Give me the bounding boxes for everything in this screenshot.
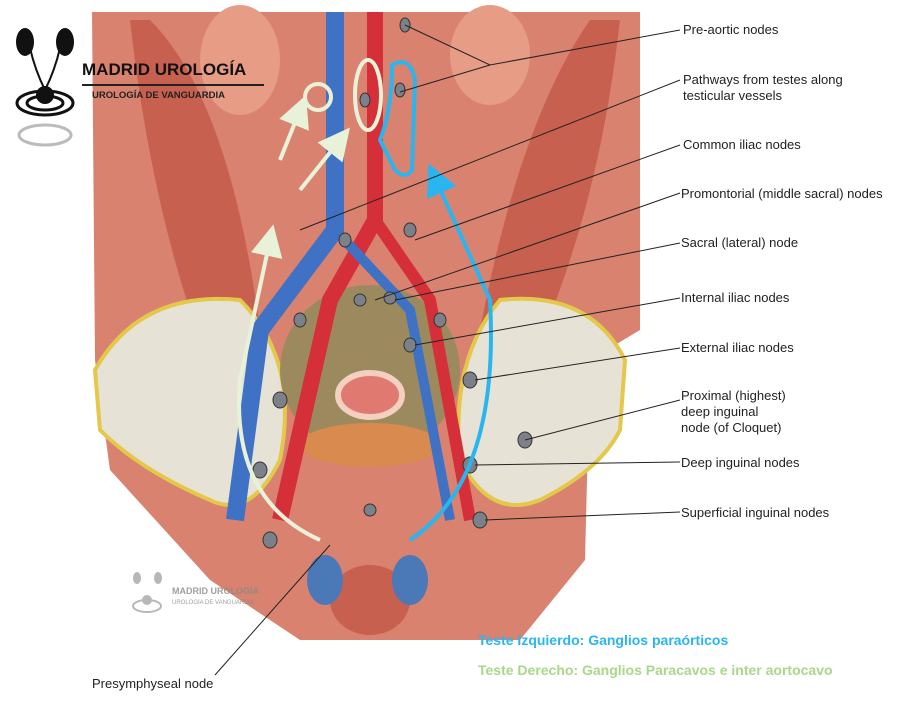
watermark-title: MADRID UROLOGÍA: [172, 586, 259, 596]
lymph-nodes: [252, 17, 533, 549]
right-testis-arrow-1: [237, 224, 321, 542]
logo-divider: [82, 84, 264, 86]
vena-cava: [226, 12, 344, 522]
legend-right-testis: Teste Derecho: Ganglios Paracavos e inte…: [478, 662, 833, 678]
label-cloquet-3: node (of Cloquet): [681, 420, 782, 435]
testis-right: [307, 555, 343, 605]
label-presymphyseal: Presymphyseal node: [92, 676, 214, 691]
paraaortic-highlight: [377, 60, 418, 177]
label-pathways-1: Pathways from testes along: [683, 72, 843, 87]
label-internal-iliac: Internal iliac nodes: [681, 290, 790, 305]
watermark-subtitle: UROLOGÍA DE VANGUARDIA: [172, 600, 255, 606]
legend-left-testis: Teste Izquierdo: Ganglios paraórticos: [478, 632, 729, 648]
label-pre-aortic: Pre-aortic nodes: [683, 22, 779, 37]
kidney-left: [200, 5, 280, 115]
aorta: [272, 12, 383, 522]
label-pathways-2: testicular vessels: [683, 88, 782, 103]
label-cloquet-1: Proximal (highest): [681, 388, 786, 403]
logo-title: MADRID UROLOGÍA: [82, 60, 247, 79]
right-testis-arrow-3: [278, 95, 309, 161]
logo-subtitle: UROLOGÍA DE VANGUARDIA: [92, 90, 225, 101]
psoas-left: [130, 20, 260, 340]
pelvic-bone-right: [456, 296, 628, 507]
label-cloquet-2: deep inguinal: [681, 404, 759, 419]
label-external-iliac: External iliac nodes: [681, 340, 794, 355]
psoas-right: [480, 20, 620, 340]
label-sacral: Sacral (lateral) node: [681, 235, 799, 250]
label-superficial-inguinal: Superficial inguinal nodes: [681, 505, 830, 520]
rectum: [335, 370, 405, 420]
watermark-icon: [132, 572, 162, 613]
bladder: [300, 423, 440, 467]
interaortocaval-highlight: [353, 58, 383, 132]
label-common-iliac: Common iliac nodes: [683, 137, 801, 152]
label-promontorial: Promontorial (middle sacral) nodes: [681, 186, 883, 201]
leader-lines: [214, 24, 681, 676]
kidney-right: [450, 5, 530, 105]
right-testis-arrow-2: [298, 127, 350, 192]
scrotum: [330, 565, 410, 635]
left-testis-arrow: [408, 163, 493, 542]
logo-icon: [15, 28, 75, 147]
testis-left: [392, 555, 428, 605]
iliac-right: [370, 216, 476, 522]
label-deep-inguinal: Deep inguinal nodes: [681, 455, 800, 470]
